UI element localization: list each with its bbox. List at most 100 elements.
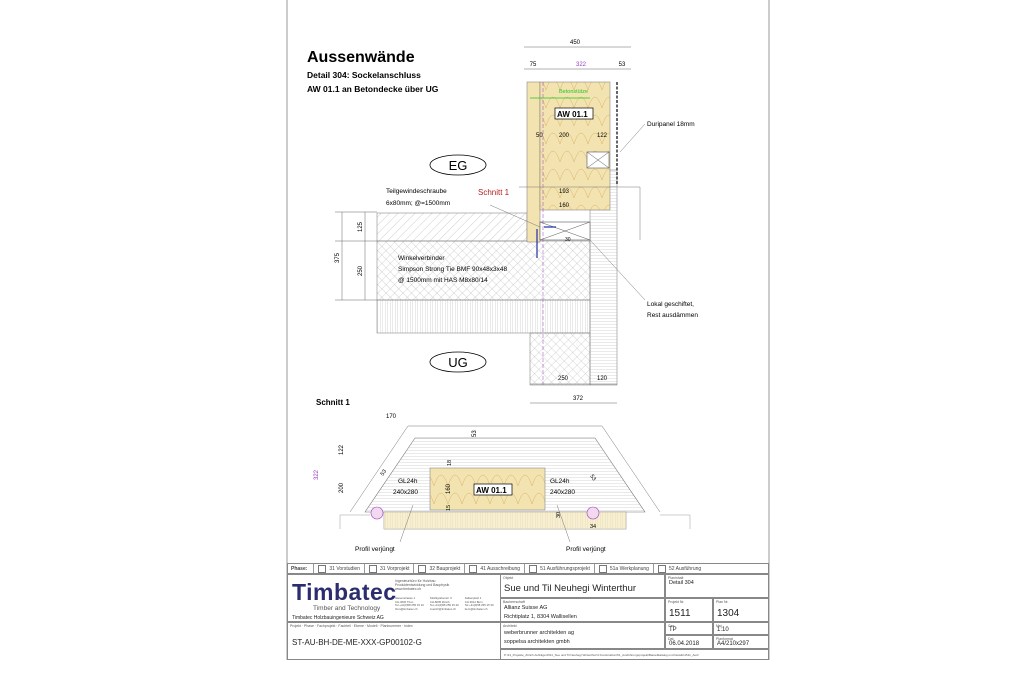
phase-item-label: 32 Bauprojekt [429,565,461,572]
logo-subtitle: Timber and Technology [313,605,381,612]
wall-outer-layer [526,81,541,243]
sec-dim-53-right: 53 [588,474,596,482]
dim-200: 200 [559,133,570,139]
company-block: Timbatec Timber and Technology Timbatec … [287,574,501,622]
sec-dim-322: 322 [314,469,320,480]
plannr-cell: Plan Nr.1304 [713,598,769,622]
section-seal-right [586,506,600,520]
sec-dim-200: 200 [339,482,345,493]
plan-code: ST-AU-BH-DE-ME-XXX-GP00102-G [292,638,422,647]
dim-122: 122 [597,133,608,139]
company-desc-1: Ingenieurbüro für Holzbau [395,579,436,583]
phase-item-label: 51 Ausführungsprojekt [540,565,590,572]
sec-dim-170: 170 [386,414,397,420]
phase-item-label: 41 Ausschreibung [480,565,521,572]
sec-dim-15: 15 [446,505,452,511]
section-seal-left [370,506,384,520]
phase-item[interactable]: 52 Ausführung [652,564,705,573]
page-title: Aussenwände [307,49,415,66]
ug-marker [429,351,487,373]
phase-checkbox[interactable] [529,564,538,573]
dim-30: 30 [565,237,571,243]
date-cell: Dat.06.04.2018 [665,635,713,649]
screw-label-1: Teilgewindeschraube [386,188,447,195]
file-path: P:\13_Projekte_Zürich Aufträge\1511_Sue … [504,653,699,657]
drawn-by: TP [669,627,677,633]
format: A4/210x297 [717,641,750,647]
wall-label: AW 01.1 [557,110,588,119]
phase-item[interactable]: 31 Vorstudien [313,564,364,573]
phase-item[interactable]: 32 Bauprojekt [413,564,464,573]
dim-193: 193 [559,189,570,195]
sec-dim-53: 53 [472,430,478,437]
schnitt-marker: Schnitt 1 [478,188,510,197]
gl-left-2: 240x280 [393,489,418,496]
gez-cell: Gez.TP [665,622,713,635]
dim-322: 322 [576,62,587,68]
subtitle-1: Detail 304: Sockelanschluss [307,70,421,80]
phase-item[interactable]: 41 Ausschreibung [464,564,524,573]
phase-checkbox[interactable] [418,564,427,573]
sec-dim-122: 122 [339,444,345,455]
dim-120: 120 [597,376,608,382]
winkel-label-2: Simpson Strong Tie BMF 90x48x3x48 [398,266,507,273]
gl-right-2: 240x280 [550,489,575,496]
project-number: 1511 [669,608,691,619]
wall-insulation [539,81,611,211]
profil-left: Profil verjüngt [355,546,395,553]
objekt-value: Sue und Til Neuhegi Winterthur [504,583,637,594]
lower-insulation [376,299,591,334]
betonstuetze-label: Betonstütze [559,89,588,95]
phase-item-label: 51a Werkplanung [609,565,649,572]
wall-label-box [554,107,594,120]
phase-checkbox[interactable] [318,564,327,573]
date: 06.04.2018 [669,641,700,647]
scale-cell: Mst.1:10 [713,622,769,635]
dim-53: 53 [619,62,626,68]
company-info: Ingenieurbüro für Holzbau Produktentwick… [395,579,449,591]
phase-checkbox[interactable] [657,564,666,573]
phase-item[interactable]: 51a Werkplanung [593,564,653,573]
lokal-label-1: Lokal geschiftet, [647,301,694,308]
projnr-cell: Projekt Nr.1511 [665,598,713,622]
concrete-slab [376,240,591,301]
section-title: Schnitt 1 [316,398,350,407]
ug-label: UG [448,355,468,370]
plan-code-block: Projekt · Phase · Fachprojekt · Fachteil… [287,622,501,660]
lokal-label-2: Rest ausdämmen [647,312,698,319]
company-desc-2: Produktentwicklung und Bauphysik [395,583,450,587]
dim-250: 250 [358,265,364,276]
phase-checkbox[interactable] [369,564,377,573]
bauherr-2: Richtiplatz 1, 8304 Wallisellen [504,614,577,620]
phase-item[interactable]: 31 Vorprojekt [364,564,413,573]
company-web: www.timbatec.ch [395,587,422,591]
phase-row: Phase: 31 Vorstudien 31 Vorprojekt 32 Ba… [287,563,769,574]
gl-right-1: GL24h [550,478,570,485]
duripanel-label: Duripanel 18mm [647,121,695,128]
dim-250b: 250 [558,376,569,382]
code-caption: Projekt · Phase · Fachprojekt · Fachteil… [290,624,413,628]
sec-dim-34: 34 [590,524,596,530]
subtitle-2: AW 01.1 an Betondecke über UG [307,84,439,94]
sec-dim-30: 30 [556,512,562,518]
dim-450: 450 [570,40,581,46]
dim-125: 125 [358,221,364,232]
gl-left-1: GL24h [398,478,418,485]
screw-label-2: 6x80mm; @=1500mm [386,200,450,207]
section-line [519,186,641,240]
top-dimensions [524,46,631,70]
phase-item[interactable]: 51 Ausführungsprojekt [524,564,594,573]
phase-item-label: 31 Vorprojekt [380,565,410,572]
section-label: AW 01.1 [476,486,507,495]
company-name: Timbatec Holzbauingenieure Schweiz AG [292,615,384,621]
phase-checkbox[interactable] [598,564,607,573]
sec-dim-53-left: 53 [380,469,388,477]
concrete-wall-ug [529,332,591,386]
phase-checkbox[interactable] [469,564,478,573]
